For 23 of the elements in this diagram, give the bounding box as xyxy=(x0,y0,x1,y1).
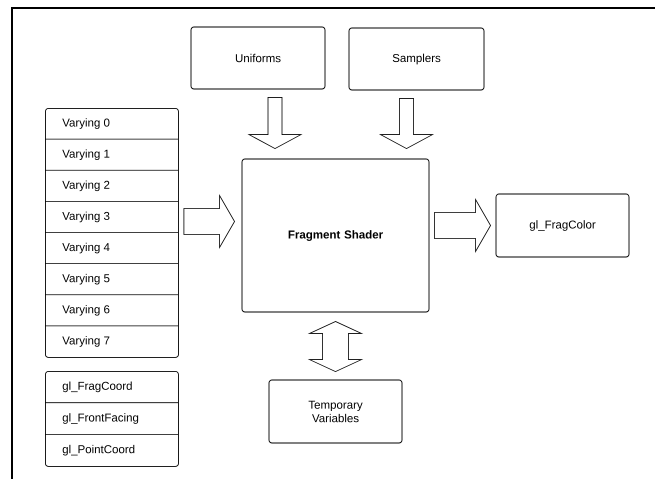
list-cell: Varying 4 xyxy=(62,242,110,254)
block-arrow xyxy=(184,194,236,249)
stack-box xyxy=(45,108,179,358)
list-cell: Varying 0 xyxy=(62,118,110,129)
list-cell: gl_FragCoord xyxy=(62,381,132,392)
stack-box xyxy=(45,371,179,467)
list-cell: Varying 5 xyxy=(62,274,110,285)
block-arrow xyxy=(247,97,303,149)
list-cell: Varying 2 xyxy=(62,180,110,192)
list-cell: gl_PointCoord xyxy=(62,444,134,456)
block-arrow xyxy=(378,98,434,149)
list-cell: Varying 7 xyxy=(62,336,110,347)
list-cell: gl_FrontFacing xyxy=(62,413,138,424)
list-cell: Varying 1 xyxy=(62,149,110,160)
label-box: gl_FragColor xyxy=(496,194,630,258)
block-arrow xyxy=(308,321,364,372)
list-cell: Varying 3 xyxy=(62,212,110,222)
label-box: Uniforms xyxy=(190,26,326,90)
label-box: Samplers xyxy=(348,28,484,90)
block-arrow xyxy=(434,198,492,253)
list-cell: Varying 6 xyxy=(62,304,110,316)
shader-box: Fragment Shader xyxy=(242,158,430,312)
label-box: Temporary Variables xyxy=(268,380,402,444)
